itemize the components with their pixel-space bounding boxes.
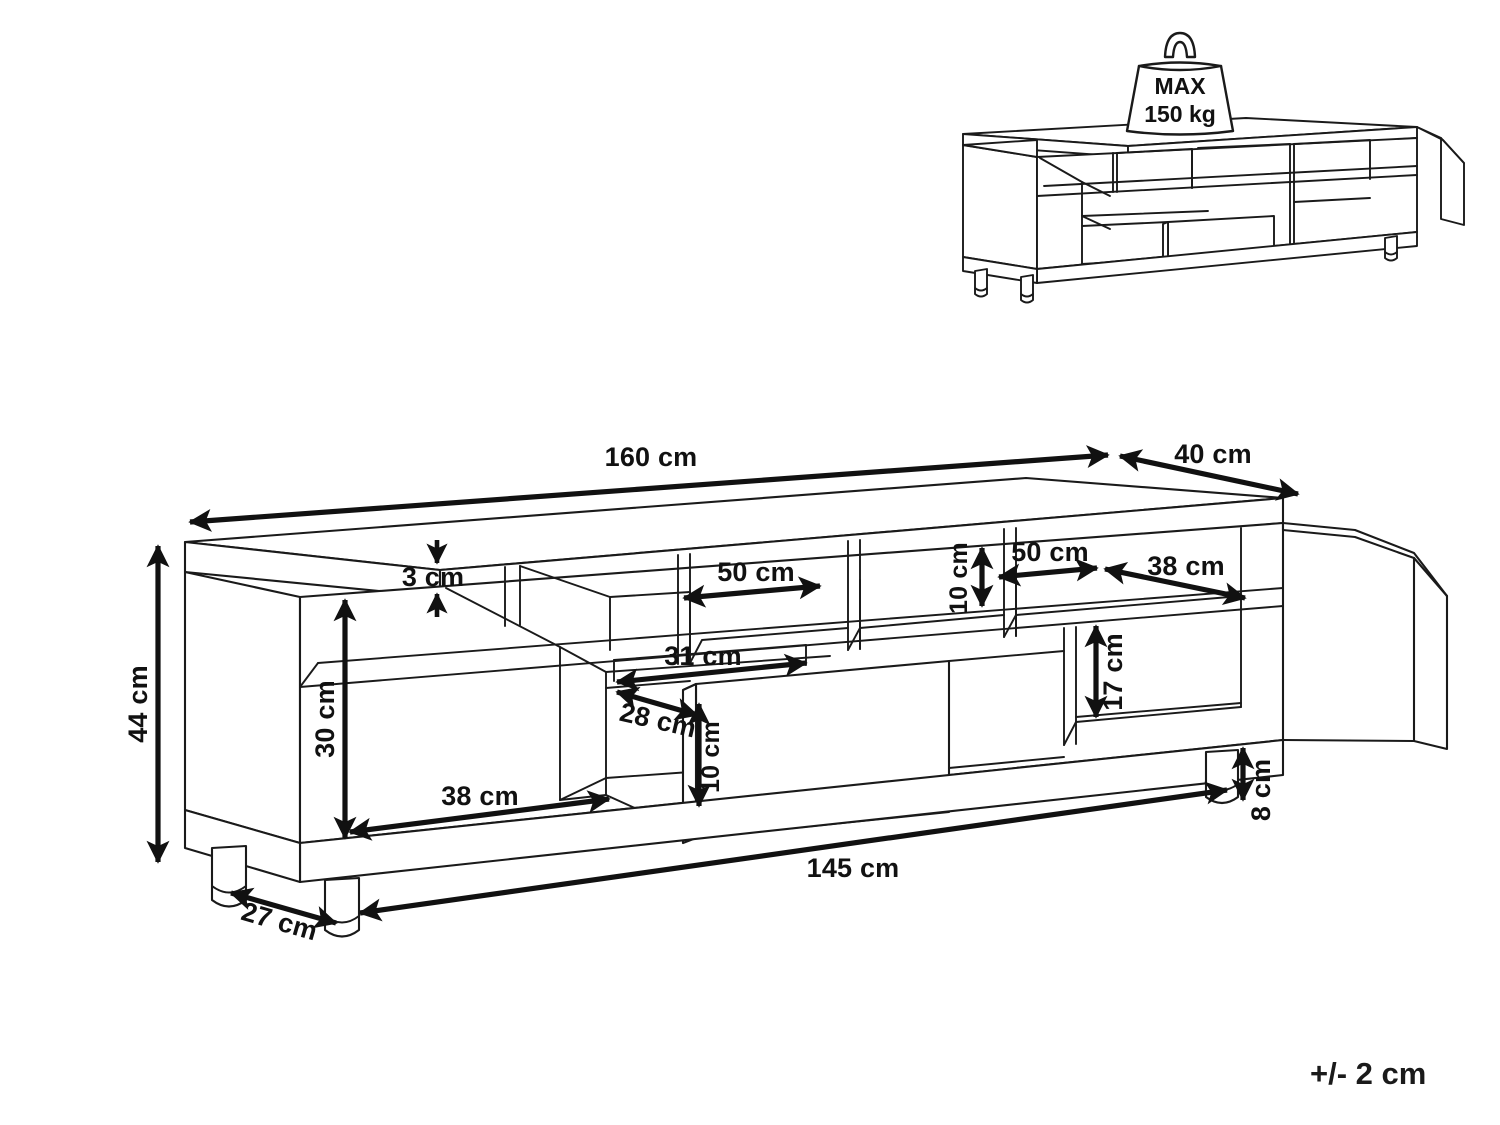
weight-body-icon (1125, 61, 1235, 136)
mid-lower-floor (948, 756, 1065, 769)
dim-label-160: 160 cm (605, 442, 698, 472)
thumb-leg-2-cap (1020, 293, 1034, 298)
thumb-leg-3 (1384, 235, 1398, 262)
thumb-drawer-rail-bottom (1081, 221, 1169, 227)
thumb-left-top-wedge (962, 139, 1038, 158)
thumb-niche-back-3 (1293, 139, 1371, 180)
niche-floor-2 (847, 614, 1005, 651)
weight-icon (1125, 31, 1235, 136)
dim-line-40 (1118, 449, 1300, 501)
dim-line-27 (229, 887, 338, 929)
tolerance-note: +/- 2 cm (1310, 1056, 1426, 1091)
thumb-door-bevel (1440, 137, 1465, 164)
open-right-door-bevel (1412, 556, 1449, 598)
drawer-floor-line (605, 771, 691, 779)
dim-line-50-right (997, 558, 1099, 587)
dim-label-17: 17 cm (1098, 633, 1128, 711)
dim-label-31: 31 cm (664, 641, 742, 671)
max-load-line2: 150 kg (1144, 101, 1216, 127)
thumb-shelf-upper-back (1043, 165, 1418, 187)
thumb-plinth-left (962, 256, 1038, 284)
upper-shelf-left-return (299, 662, 319, 688)
dim-label-8: 8 cm (1246, 759, 1276, 821)
niche-back-1-top (609, 591, 691, 598)
dim-label-40: 40 cm (1174, 439, 1252, 469)
dim-line-38-right (1103, 562, 1247, 605)
thumb-drawer-rail-top (1081, 210, 1209, 217)
dim-label-27: 27 cm (238, 896, 321, 946)
dim-line-160 (188, 445, 1110, 532)
dim-label-10-drawer: 10 cm (697, 721, 725, 793)
dim-label-145: 145 cm (807, 853, 900, 883)
thumb-open-door (1416, 126, 1465, 226)
thumb-leg-1-cap (974, 287, 988, 292)
thumb-leg-2 (1020, 274, 1034, 304)
dim-label-30: 30 cm (310, 680, 340, 758)
dim-label-38-left: 38 cm (441, 781, 519, 811)
thumb-leg-3-cap (1384, 251, 1398, 256)
thumb-leg-1 (974, 268, 988, 298)
thumb-niche-back-2 (1197, 143, 1291, 149)
thumb-shelf-upper (1036, 174, 1418, 197)
left-side-panel (183, 570, 302, 845)
dim-line-31 (615, 653, 808, 692)
dim-label-10-right: 10 cm (945, 542, 973, 614)
dim-label-38-right: 38 cm (1147, 551, 1225, 581)
thumb-right-shelf (1293, 197, 1371, 203)
weight-rim-icon (1137, 64, 1223, 72)
dim-label-3: 3 cm (402, 562, 464, 592)
open-right-door-bottom (1282, 739, 1415, 742)
thumb-niche-back-1 (1116, 148, 1193, 189)
leg-front-left (323, 876, 361, 938)
mid-lower-shelf-top (948, 650, 1065, 662)
dimension-annotations: 160 cm 40 cm 44 cm 3 cm 30 cm 38 cm 50 c… (123, 439, 1300, 946)
dim-label-44: 44 cm (123, 665, 153, 743)
thumbnail-group: MAX 150 kg (962, 31, 1465, 304)
max-load-line1: MAX (1154, 73, 1206, 99)
weight-handle-icon (1163, 31, 1197, 59)
dim-line-145 (358, 781, 1229, 922)
dim-line-50-centre (682, 576, 822, 608)
right-compartment-floor (1063, 706, 1242, 746)
dim-label-50-centre: 50 cm (717, 557, 795, 587)
thumb-left-side-panel (962, 144, 1038, 270)
dim-label-50-right: 50 cm (1011, 537, 1089, 567)
dim-line-28 (615, 686, 699, 721)
open-right-door (1281, 521, 1449, 751)
leg-front-right (1204, 748, 1240, 805)
